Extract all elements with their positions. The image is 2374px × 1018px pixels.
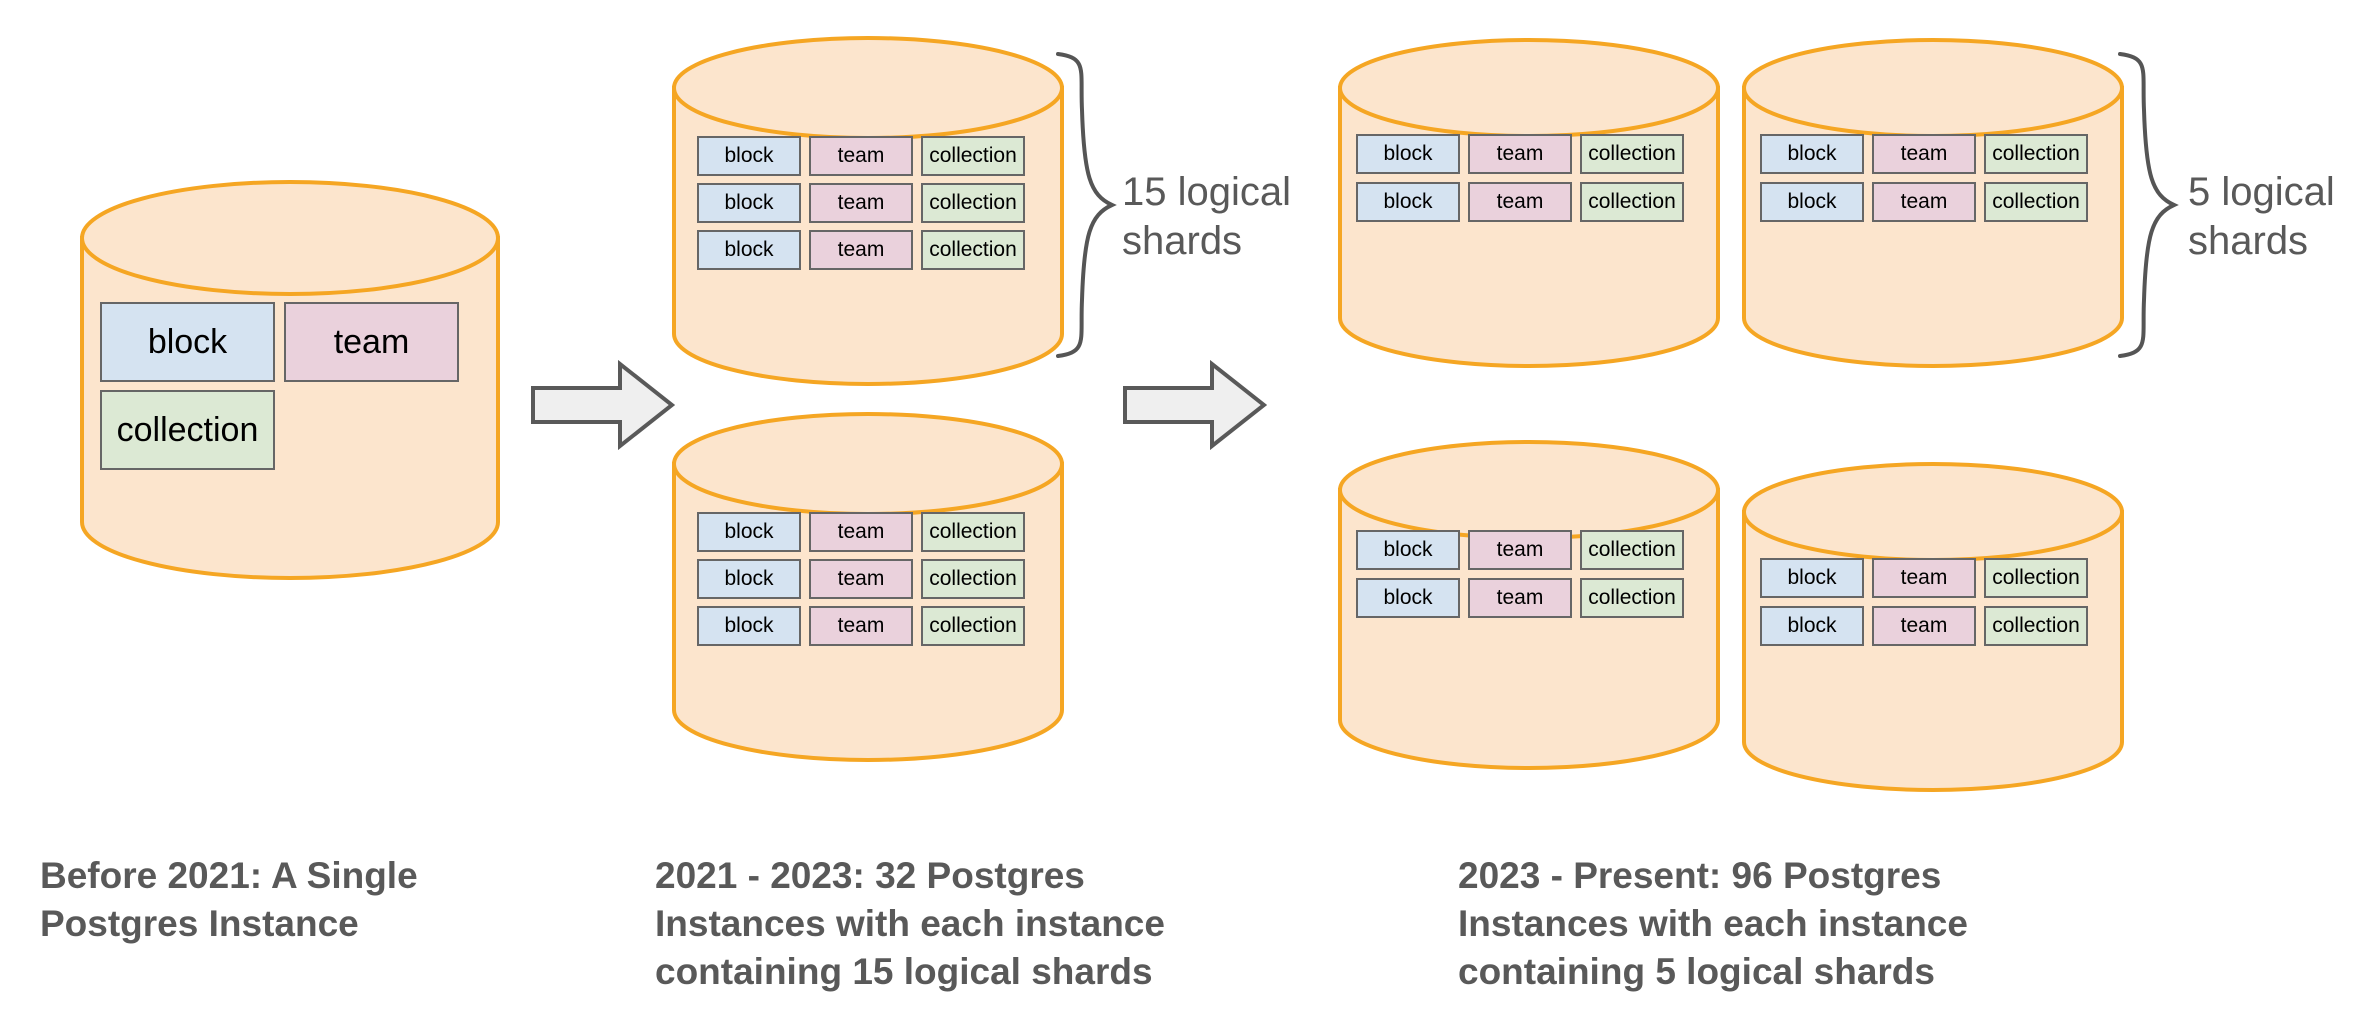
shard-grid: block team collection (100, 302, 459, 470)
instance-2-1-cylinder: block team collection block team collect… (672, 36, 1064, 386)
shard-team[interactable]: team (809, 559, 913, 599)
shard-collection[interactable]: collection (921, 230, 1025, 270)
curly-brace-icon (2118, 52, 2179, 358)
instance-1-1-cylinder: block team collection (80, 180, 500, 580)
stage-2-brace (1050, 50, 1120, 360)
shard-grid: block team collection block team collect… (1760, 134, 2088, 222)
shard-team[interactable]: team (1872, 182, 1976, 222)
shard-collection[interactable]: collection (1984, 558, 2088, 598)
stage-3-caption: 2023 - Present: 96 Postgres Instances wi… (1458, 855, 1968, 993)
shard-grid: block team collection block team collect… (697, 512, 1025, 646)
shard-collection[interactable]: collection (921, 136, 1025, 176)
shard-collection[interactable]: collection (921, 183, 1025, 223)
shard-team[interactable]: team (1468, 578, 1572, 618)
shard-block[interactable]: block (1356, 182, 1460, 222)
shard-team[interactable]: team (1468, 134, 1572, 174)
shard-grid: block team collection block team collect… (1356, 530, 1684, 618)
shard-block[interactable]: block (697, 230, 801, 270)
shard-collection[interactable]: collection (1580, 530, 1684, 570)
shard-block[interactable]: block (100, 302, 275, 382)
shard-team[interactable]: team (1468, 530, 1572, 570)
shard-block[interactable]: block (1356, 530, 1460, 570)
stage-3-annotation-label: 5 logical shards (2188, 170, 2335, 263)
shard-team[interactable]: team (809, 606, 913, 646)
shard-team[interactable]: team (1872, 558, 1976, 598)
stage-2-caption: 2021 - 2023: 32 Postgres Instances with … (655, 855, 1165, 993)
shard-collection[interactable]: collection (921, 512, 1025, 552)
shard-block[interactable]: block (697, 512, 801, 552)
shard-team[interactable]: team (809, 136, 913, 176)
stage-1-caption: Before 2021: A Single Postgres Instance (40, 855, 418, 945)
shard-team[interactable]: team (1872, 606, 1976, 646)
shard-collection[interactable]: collection (1984, 182, 2088, 222)
right-arrow-icon (1123, 359, 1268, 451)
instance-3-2-cylinder: block team collection block team collect… (1742, 38, 2124, 368)
shard-grid: block team collection block team collect… (1760, 558, 2088, 646)
shard-block[interactable]: block (1356, 578, 1460, 618)
shard-grid: block team collection block team collect… (697, 136, 1025, 270)
shard-collection[interactable]: collection (1984, 134, 2088, 174)
shard-team[interactable]: team (1468, 182, 1572, 222)
shard-block[interactable]: block (1760, 182, 1864, 222)
shard-collection[interactable]: collection (100, 390, 275, 470)
shard-block[interactable]: block (1760, 606, 1864, 646)
instance-3-3-cylinder: block team collection block team collect… (1338, 440, 1720, 770)
transition-arrow-2 (1122, 359, 1268, 451)
instance-2-2-cylinder: block team collection block team collect… (672, 412, 1064, 762)
shard-collection[interactable]: collection (1580, 578, 1684, 618)
stage-2-annotation-label: 15 logical shards (1122, 170, 1292, 263)
shard-block[interactable]: block (1356, 134, 1460, 174)
shard-team[interactable]: team (809, 512, 913, 552)
shard-block[interactable]: block (697, 606, 801, 646)
shard-block[interactable]: block (697, 136, 801, 176)
instance-3-1-cylinder: block team collection block team collect… (1338, 38, 1720, 368)
right-arrow-icon (531, 359, 676, 451)
shard-block[interactable]: block (697, 559, 801, 599)
shard-grid: block team collection block team collect… (1356, 134, 1684, 222)
shard-team[interactable]: team (1872, 134, 1976, 174)
transition-arrow-1 (530, 359, 676, 451)
shard-collection[interactable]: collection (1580, 182, 1684, 222)
shard-block[interactable]: block (1760, 558, 1864, 598)
curly-brace-icon (1056, 52, 1117, 358)
stage-3-brace (2112, 50, 2182, 360)
shard-team[interactable]: team (284, 302, 459, 382)
shard-collection[interactable]: collection (1984, 606, 2088, 646)
shard-block[interactable]: block (697, 183, 801, 223)
shard-block[interactable]: block (1760, 134, 1864, 174)
shard-collection[interactable]: collection (1580, 134, 1684, 174)
shard-team[interactable]: team (809, 230, 913, 270)
shard-collection[interactable]: collection (921, 559, 1025, 599)
shard-collection[interactable]: collection (921, 606, 1025, 646)
instance-3-4-cylinder: block team collection block team collect… (1742, 462, 2124, 792)
shard-team[interactable]: team (809, 183, 913, 223)
